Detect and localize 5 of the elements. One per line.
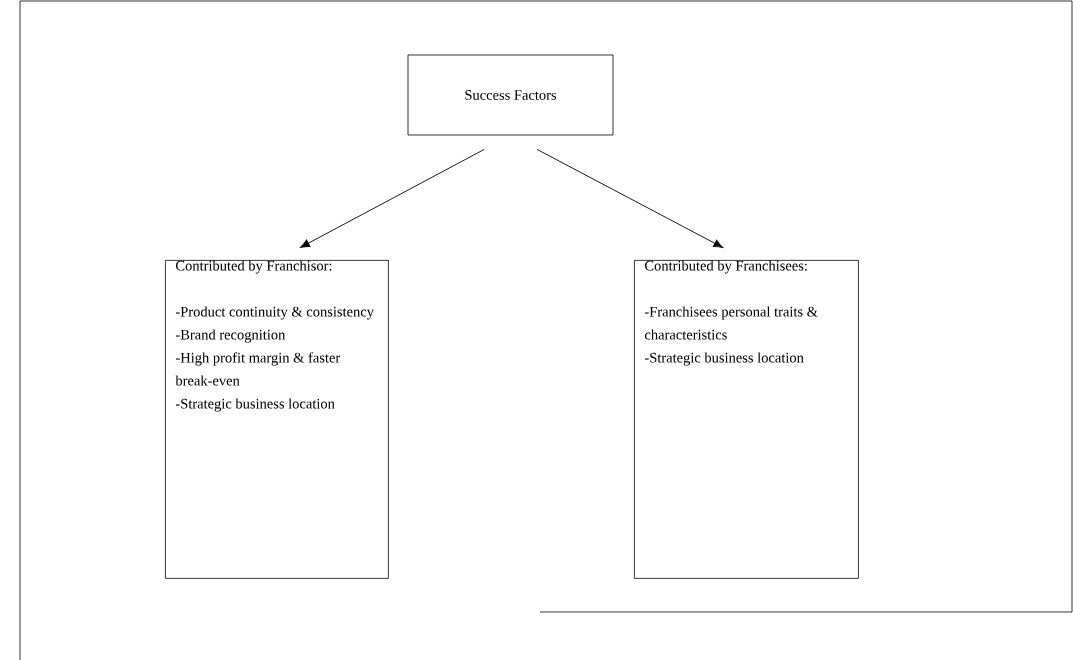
success-factors-box: Success Factors [407,54,614,136]
contribution-box: Contributed by Franchisor: -Product continuity & consistency -Brand recognition -High profit margin & faster break-even -Strategic business location [165,260,389,579]
arrow [300,149,485,248]
arrow [536,148,724,248]
contribution-box: Contributed by Franchisees: -Franchisees personal traits & characteristics -Strategic business location [634,260,859,579]
